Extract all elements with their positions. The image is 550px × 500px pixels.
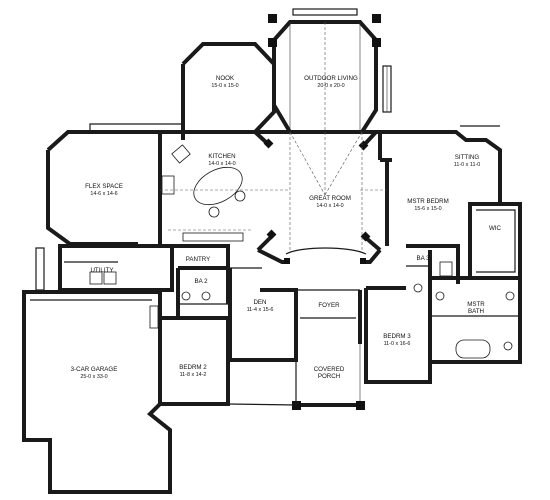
den-dims: 11-4 x 15-6 xyxy=(247,307,274,313)
ba2-label: BA 2 xyxy=(194,278,208,285)
outdoor-label: OUTDOOR LIVING xyxy=(304,75,358,82)
porch-label-2: PORCH xyxy=(318,373,340,380)
mstr-bath-label: MSTR xyxy=(467,301,485,308)
bath-fixtures xyxy=(181,261,515,359)
mstr-bath-label-2: BATH xyxy=(468,308,484,315)
flex-dims: 14-6 x 14-6 xyxy=(90,191,117,197)
ceiling-lines xyxy=(160,132,387,250)
kitchen-label: KITCHEN xyxy=(208,153,235,160)
sitting-label: SITTING xyxy=(455,154,480,161)
porch-label: COVERED xyxy=(314,366,345,373)
great-room-dims: 14-0 x 14-0 xyxy=(316,203,343,209)
kitchen-fixtures xyxy=(161,144,252,242)
sitting-dims: 11-0 x 11-0 xyxy=(454,162,480,168)
kitchen-dims: 14-0 x 14-0 xyxy=(208,161,235,167)
columns xyxy=(263,138,371,264)
pantry-label: PANTRY xyxy=(186,256,211,263)
outdoor-living-area xyxy=(268,8,392,196)
garage-label: 3-CAR GARAGE xyxy=(71,366,118,373)
ba3-label: BA 3 xyxy=(416,255,430,262)
room-labels: NOOK 15-0 x 15-0 OUTDOOR LIVING 20-0 x 2… xyxy=(71,75,502,380)
outdoor-dims: 20-0 x 20-0 xyxy=(317,83,344,89)
mstr-bedrm-label: MSTR BEDRM xyxy=(407,198,449,205)
bed3-label: BEDRM 3 xyxy=(383,333,411,340)
garage-dims: 25-0 x 33-0 xyxy=(80,374,107,380)
nook-label: NOOK xyxy=(216,75,235,82)
main-walls xyxy=(22,123,522,494)
wic-label: WIC xyxy=(489,225,502,232)
bed2-dims: 11-8 x 14-2 xyxy=(180,372,207,378)
nook-dims: 15-0 x 15-0 xyxy=(211,83,238,89)
den-label: DEN xyxy=(253,299,266,306)
flex-label: FLEX SPACE xyxy=(85,183,123,190)
utility-label: UTILITY xyxy=(90,267,113,274)
bed2-label: BEDRM 2 xyxy=(179,364,207,371)
mstr-bedrm-dims: 15-6 x 15-0 xyxy=(414,206,441,212)
foyer-label: FOYER xyxy=(318,302,340,309)
bed3-dims: 11-0 x 16-6 xyxy=(384,341,411,347)
great-room-label: GREAT ROOM xyxy=(309,195,351,202)
